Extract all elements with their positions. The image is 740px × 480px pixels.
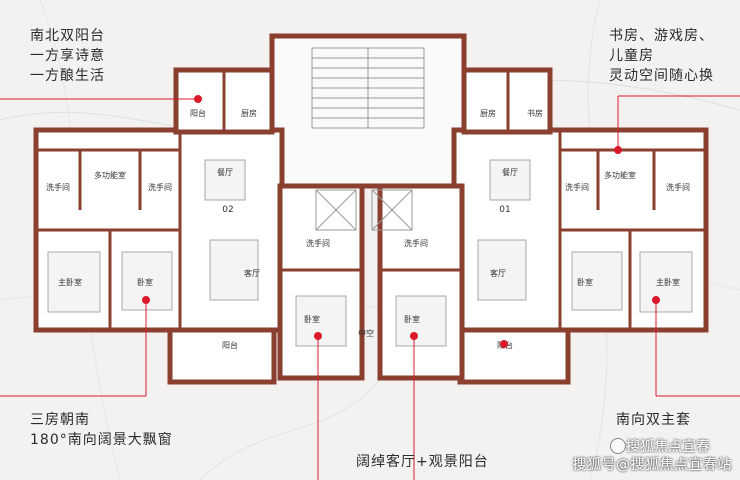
room-label-wash-4: 洗手间 (666, 182, 690, 192)
callout-line: 南北双阳台 (30, 28, 105, 44)
room-label-study-r: 书房 (527, 108, 543, 118)
room-label-master-r: 主卧室 (656, 277, 680, 287)
room-label-wash-5: 洗手间 (306, 238, 330, 248)
room-label-kitchen-l: 厨房 (241, 108, 257, 118)
room-label-bed-r: 卧室 (577, 277, 593, 287)
callout-line: 书房、游戏房、 (609, 28, 714, 44)
marker-flex-room (614, 146, 622, 154)
unit-label-02: 02 (222, 205, 233, 215)
room-label-wash-6: 洗手间 (404, 238, 428, 248)
marker-bedroom-c1 (314, 332, 322, 340)
callout-living-balcony: 阔绰客厅+观景阳台 (356, 452, 489, 472)
room-label-bed-c2: 卧室 (404, 314, 420, 324)
room-label-wash-3: 洗手间 (565, 182, 589, 192)
watermark-overlay: 搜狐焦点宜春 (626, 439, 710, 455)
room-label-balcony-sl: 阳台 (222, 340, 238, 350)
room-label-dining-l: 餐厅 (217, 168, 233, 177)
marker-master (652, 296, 660, 304)
callout-line: 灵动空间随心换 (609, 68, 714, 84)
leader-lines (0, 95, 740, 480)
furniture (47, 159, 693, 347)
room-labels: 阳台 厨房 厨房 书房 多功能室 多功能室 洗手间 洗手间 洗手间 洗手间 餐厅… (46, 108, 690, 350)
room-label-balcony-nw: 阳台 (190, 108, 206, 118)
inner-walls (36, 70, 706, 330)
room-label-bed-c1: 卧室 (304, 314, 320, 324)
room-label-dining-r: 餐厅 (502, 168, 518, 177)
unit-label-01: 01 (499, 205, 510, 215)
room-label-courtyard: 中空 (358, 328, 374, 338)
room-label-bed-l: 卧室 (137, 277, 153, 287)
marker-bedroom-c2 (410, 332, 418, 340)
callout-line: 180°南向阔景大飘窗 (30, 432, 173, 448)
marker-dots (142, 95, 660, 348)
marker-bedroom (142, 296, 150, 304)
marker-balcony-s (500, 340, 508, 348)
watermark-source: 搜狐号@搜狐焦点宜春站 (572, 457, 732, 473)
marker-balcony (194, 95, 202, 103)
callout-line: 儿童房 (609, 48, 654, 64)
callout-line: 三房朝南 (30, 412, 90, 428)
room-label-wash-2: 洗手间 (148, 182, 172, 192)
callout-line: 一方酿生活 (30, 68, 105, 84)
callout-three-rooms-south: 三房朝南 180°南向阔景大飘窗 (30, 410, 173, 450)
callout-line: 一方享诗意 (30, 48, 105, 64)
callout-line: 南向双主套 (616, 412, 691, 428)
room-label-multi-l: 多功能室 (94, 170, 126, 180)
room-label-kitchen-r: 厨房 (480, 108, 496, 118)
wechat-icon (610, 438, 626, 454)
callout-dual-master: 南向双主套 (616, 410, 691, 430)
callout-line: 阔绰客厅+观景阳台 (356, 454, 489, 470)
room-label-living-r: 客厅 (490, 268, 506, 278)
room-label-living-l: 客厅 (244, 268, 260, 278)
room-label-master-l: 主卧室 (58, 277, 82, 287)
room-label-wash-1: 洗手间 (46, 182, 70, 192)
callout-flex-room: 书房、游戏房、 儿童房 灵动空间随心换 (609, 26, 714, 86)
room-label-multi-r: 多功能室 (604, 170, 636, 180)
callout-north-south-balcony: 南北双阳台 一方享诗意 一方酿生活 (30, 26, 105, 86)
stair-core (311, 47, 425, 231)
